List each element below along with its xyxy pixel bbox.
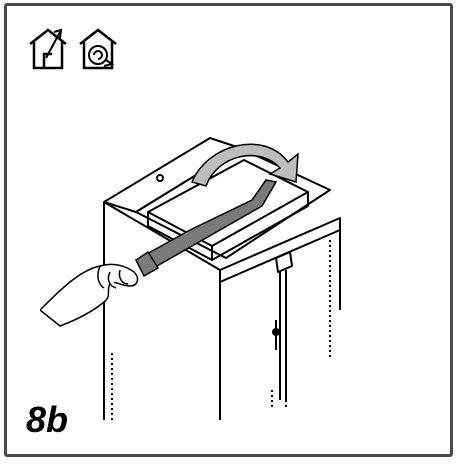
ducted-mode-icon: [29, 28, 67, 70]
step-label: 8b: [26, 399, 69, 440]
recirculation-mode-icon: [79, 28, 117, 70]
filter-release-band: [134, 179, 278, 278]
mode-icons: [29, 28, 117, 70]
hood-filter-illustration: [40, 137, 341, 420]
hood-body: [103, 137, 341, 420]
figure-frame: [4, 3, 453, 457]
hand-illustration: [40, 263, 139, 327]
lift-arrow: [190, 143, 299, 187]
